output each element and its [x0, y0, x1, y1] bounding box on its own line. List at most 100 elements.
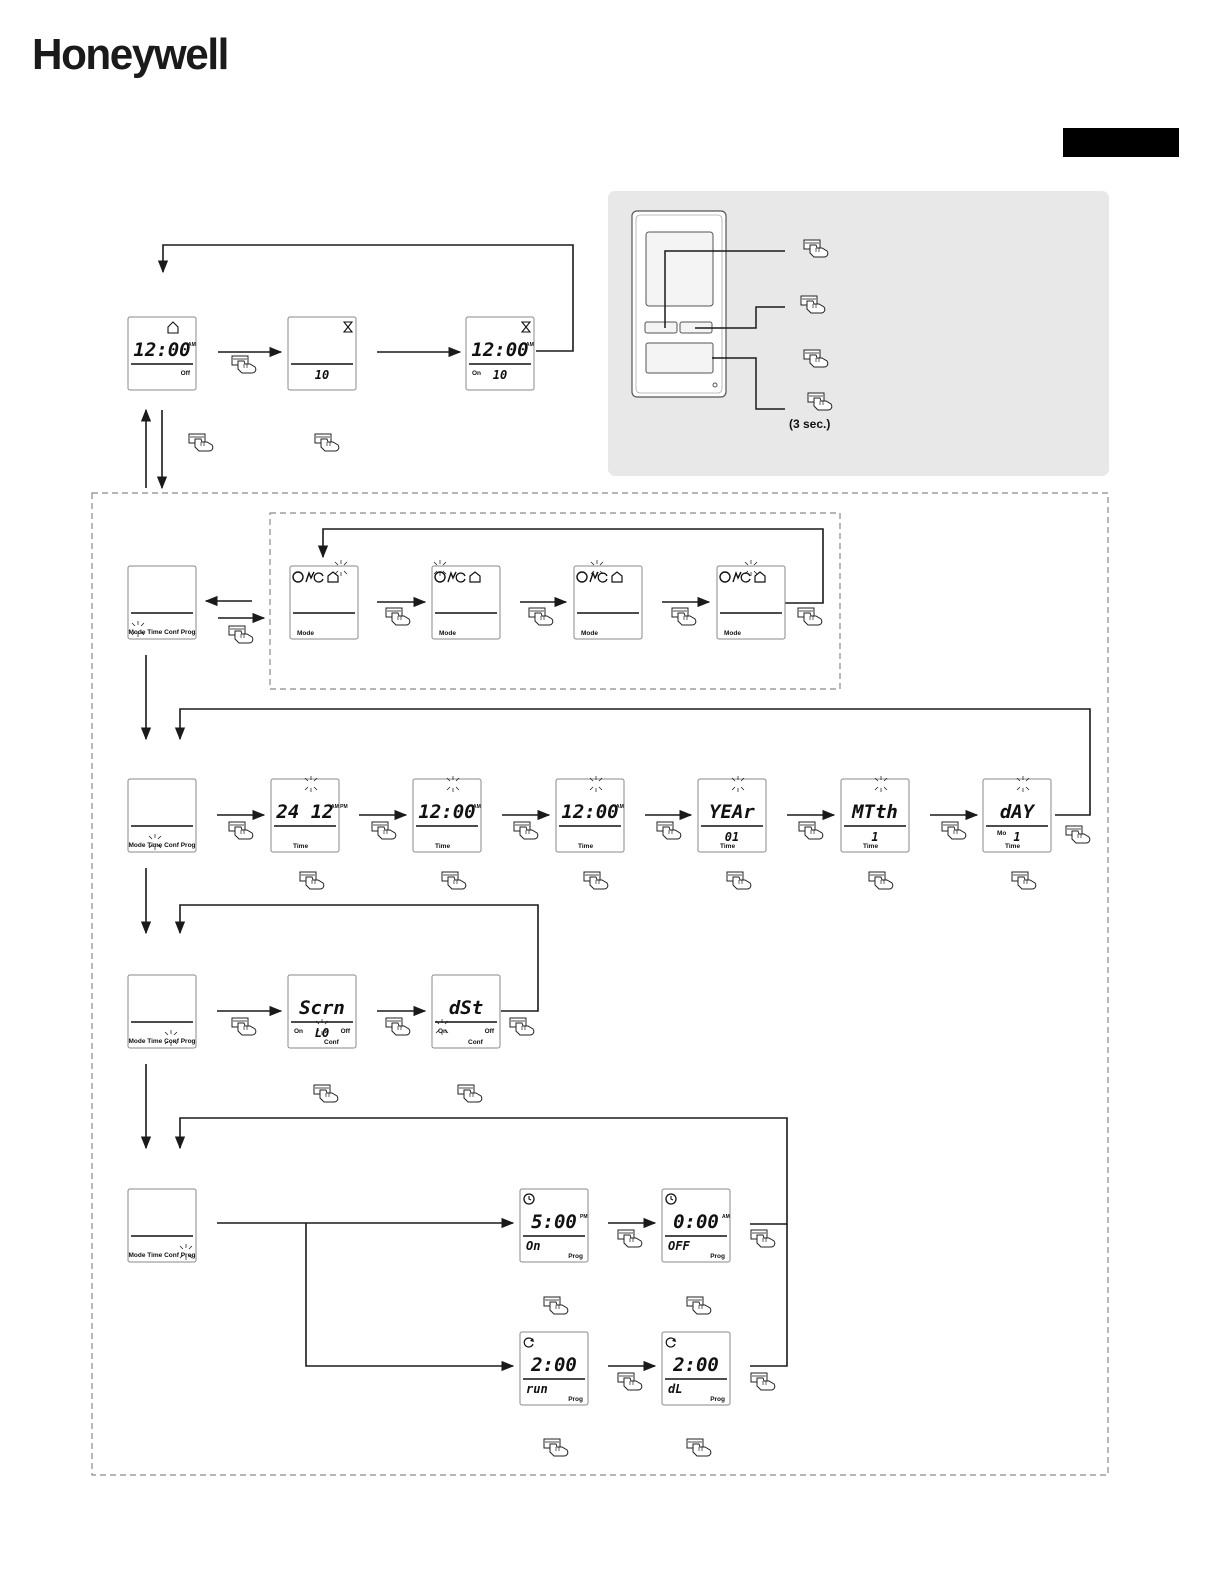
lcd-section-label: Prog	[710, 1396, 725, 1403]
mode-submenu-region	[269, 512, 841, 690]
lcd-frame	[127, 565, 197, 640]
lcd-frame	[982, 778, 1052, 853]
lcd-bottom-left: dL	[668, 1382, 682, 1396]
thermostat-device	[631, 210, 785, 410]
lcd-section-label: Time	[863, 843, 878, 850]
cycle-icon	[665, 1337, 676, 1348]
lcd-ampm: AM	[188, 342, 196, 348]
hourglass-icon	[520, 321, 532, 333]
lcd-section-label: Prog	[710, 1253, 725, 1260]
house-icon	[167, 321, 179, 334]
lcd-main-readout: MTth	[851, 801, 898, 823]
lcd-main-readout: dSt	[449, 997, 483, 1019]
lcd-frame	[840, 778, 910, 853]
blink-indicator	[304, 776, 318, 792]
bottom-button[interactable]	[645, 342, 714, 374]
lcd-day-label: Mo	[997, 830, 1006, 837]
blink-indicator	[589, 776, 603, 792]
lcd-ampm: AM	[722, 1214, 730, 1220]
lcd-frame	[127, 778, 197, 853]
lcd-frame	[287, 974, 357, 1049]
menu-mode: Mode Time Conf Prog	[127, 565, 197, 640]
prog-step-4: 2:00 dL Prog	[661, 1331, 731, 1406]
lcd-bottom-value: 1	[1013, 830, 1020, 844]
mode-icons	[719, 570, 766, 583]
lcd-ampm: AM PM	[331, 804, 348, 810]
lcd-frame	[412, 778, 482, 853]
lcd-main-readout: 2:00	[672, 1354, 719, 1376]
lcd-bottom-left: On	[294, 1028, 303, 1035]
mode-icons	[292, 570, 339, 583]
lcd-frame	[661, 1188, 731, 1263]
lcd-main-readout: 12:00	[471, 339, 528, 361]
blink-indicator	[1016, 776, 1030, 792]
lcd-menu-labels: Mode Time Conf Prog	[128, 629, 195, 636]
blink-indicator	[315, 1019, 329, 1035]
lcd-section-label: Conf	[468, 1039, 484, 1046]
lcd-section-label: Mode	[581, 630, 598, 637]
lcd-main-readout: 12:00	[561, 801, 618, 823]
lcd-frame	[555, 778, 625, 853]
lcd-section-label: Mode	[724, 630, 741, 637]
lcd-bottom-left: OFF	[668, 1239, 690, 1253]
lcd-bottom-left: run	[526, 1382, 548, 1396]
lcd-bottom-right: Off	[341, 1028, 351, 1035]
lcd-frame	[287, 316, 357, 391]
black-header-tab	[1063, 128, 1179, 157]
mode-option-4: Mode	[716, 560, 786, 640]
blink-indicator	[131, 621, 145, 637]
lcd-frame	[431, 974, 501, 1049]
blink-indicator	[148, 834, 162, 850]
lcd-section-label: Time	[435, 843, 450, 850]
lcd-main-readout: 2:00	[530, 1354, 577, 1376]
lcd-main-readout: 0:00	[673, 1211, 719, 1233]
lcd-bottom-left: On	[526, 1239, 540, 1253]
blink-indicator	[164, 1030, 178, 1046]
lcd-section-label: Prog	[568, 1253, 583, 1260]
flow-arrows	[140, 244, 1091, 1372]
lcd-frame	[289, 565, 359, 640]
lcd-menu-labels: Mode Time Conf Prog	[128, 1252, 195, 1259]
hourglass-icon	[342, 321, 354, 333]
lcd-section-label: Time	[293, 843, 308, 850]
lcd-section-label: Mode	[439, 630, 456, 637]
lcd-frame	[519, 1188, 589, 1263]
lcd-bottom-value: 10	[493, 368, 507, 382]
mode-option-3: Mode	[573, 560, 643, 640]
lcd-section-label: Prog	[568, 1396, 583, 1403]
lcd-main-readout: 12:00	[418, 801, 475, 823]
blink-indicator	[433, 560, 447, 576]
screen-timer-set: 10	[287, 316, 357, 391]
lcd-frame	[127, 974, 197, 1049]
lcd-section-label: Time	[720, 843, 735, 850]
press-hand-icon	[803, 239, 829, 258]
lcd-bottom-value: 1	[871, 830, 878, 844]
lcd-bottom-left: On	[472, 370, 481, 377]
lcd-main-readout: 5:00	[531, 1211, 577, 1233]
settings-menu-region	[91, 492, 1109, 1476]
lcd-bottom-right: Off	[181, 370, 191, 377]
clock-icon	[523, 1193, 535, 1205]
press-hand-icon	[803, 349, 829, 368]
menu-conf: Mode Time Conf Prog	[127, 974, 197, 1049]
press-hand-icon	[800, 295, 826, 314]
blink-indicator	[874, 776, 888, 792]
left-button[interactable]	[644, 321, 678, 334]
lcd-bottom-right: Off	[485, 1028, 495, 1035]
lcd-main-readout: Scrn	[299, 997, 345, 1019]
lcd-section-label: Time	[1005, 843, 1020, 850]
lcd-main-readout: 12:00	[133, 339, 190, 361]
lcd-menu-labels: Mode Time Conf Prog	[128, 1038, 195, 1045]
lcd-section-label: Time	[578, 843, 593, 850]
lcd-bottom-value: 10	[315, 368, 329, 382]
lcd-bottom-left: On	[438, 1028, 447, 1035]
